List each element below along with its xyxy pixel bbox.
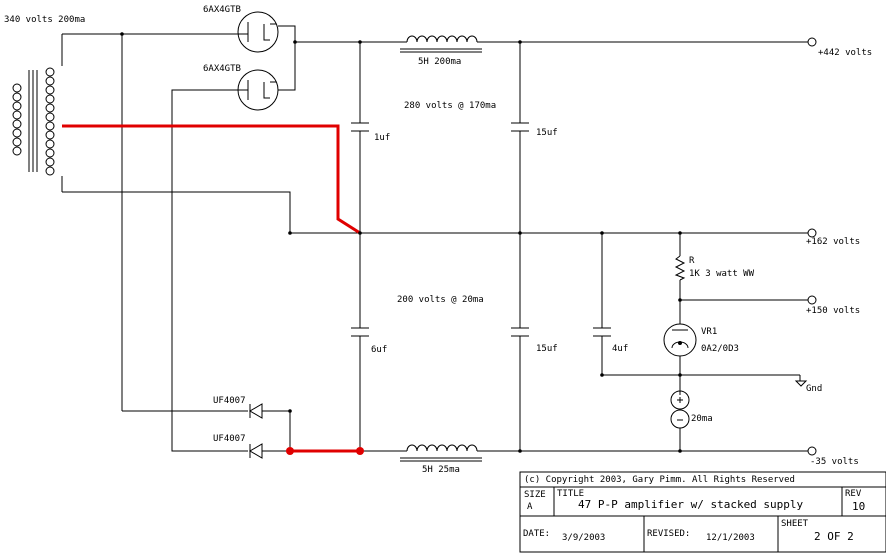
sheet-value: 2 OF 2 — [814, 530, 854, 543]
date-value: 3/9/2003 — [562, 533, 606, 543]
rev-value: 10 — [852, 500, 866, 513]
revised-label: REVISED: — [647, 529, 691, 539]
transformer: 340 volts 200ma — [4, 15, 85, 192]
vr-ref: VR1 — [701, 327, 717, 337]
sheet-label: SHEET — [781, 519, 809, 529]
terminal-442: +442 volts — [807, 37, 872, 58]
terminal-neg35-label: -35 volts — [810, 457, 859, 467]
tube-2-label: 6AX4GTB — [203, 64, 241, 74]
capacitor-4uf-label: 4uf — [612, 344, 628, 354]
junction-dots — [120, 32, 682, 453]
title-block-frame — [519, 471, 886, 553]
choke-bottom — [400, 444, 482, 462]
capacitor-15uf-upper-label: 15uf — [536, 128, 558, 138]
capacitor-6uf — [351, 327, 369, 337]
capacitor-15uf-lower-label: 15uf — [536, 344, 558, 354]
tube-1-label: 6AX4GTB — [203, 5, 241, 15]
capacitor-6uf-label: 6uf — [371, 345, 387, 355]
diode-1-label: UF4007 — [213, 396, 246, 406]
voltage-regulator-tube — [663, 323, 697, 357]
lower-section-label: 200 volts @ 20ma — [397, 295, 484, 305]
capacitor-15uf-lower — [511, 327, 529, 337]
transformer-primary-coil — [12, 83, 22, 156]
rectifier-tube-1 — [237, 11, 279, 53]
capacitor-4uf — [593, 327, 611, 337]
vr-value: 0A2/0D3 — [701, 344, 739, 354]
choke-top — [400, 35, 482, 53]
diode-2 — [249, 443, 263, 459]
rectifier-tube-2 — [237, 69, 279, 111]
terminal-162: +162 volts — [806, 228, 860, 247]
ground-symbol — [794, 380, 808, 387]
rev-label: REV — [845, 489, 862, 499]
size-label: SIZE — [524, 490, 546, 500]
terminal-442-label: +442 volts — [818, 48, 872, 58]
diode-1 — [249, 403, 263, 419]
terminal-gnd-label: Gnd — [806, 384, 822, 394]
resistor — [674, 255, 686, 281]
highlight-wires — [62, 124, 364, 455]
capacitor-15uf-upper — [511, 122, 529, 132]
size-value: A — [527, 502, 533, 512]
current-source — [670, 390, 690, 429]
resistor-ref: R — [689, 256, 695, 266]
transformer-secondary-coil — [45, 34, 63, 192]
terminal-150-label: +150 volts — [806, 306, 860, 316]
copyright-text: (c) Copyright 2003, Gary Pimm. All Right… — [524, 475, 795, 485]
transformer-label: 340 volts 200ma — [4, 15, 85, 25]
capacitor-1uf — [351, 122, 369, 132]
transformer-core — [28, 70, 38, 172]
highlight-node-right — [356, 447, 364, 455]
terminal-neg35: -35 volts — [807, 446, 859, 467]
terminal-150: +150 volts — [806, 295, 860, 316]
resistor-value: 1K 3 watt WW — [689, 269, 755, 279]
highlight-node-left — [286, 447, 294, 455]
date-label: DATE: — [523, 529, 551, 539]
upper-section-label: 280 volts @ 170ma — [404, 101, 496, 111]
choke-top-label: 5H 200ma — [418, 57, 461, 67]
terminal-162-label: +162 volts — [806, 237, 860, 247]
wires — [62, 25, 808, 452]
diode-2-label: UF4007 — [213, 434, 246, 444]
title-label: TITLE — [557, 489, 585, 499]
current-source-label: 20ma — [691, 414, 713, 424]
capacitor-1uf-label: 1uf — [374, 133, 390, 143]
revised-value: 12/1/2003 — [706, 533, 755, 543]
title-value: 47 P-P amplifier w/ stacked supply — [578, 498, 804, 511]
choke-bottom-label: 5H 25ma — [422, 465, 460, 475]
